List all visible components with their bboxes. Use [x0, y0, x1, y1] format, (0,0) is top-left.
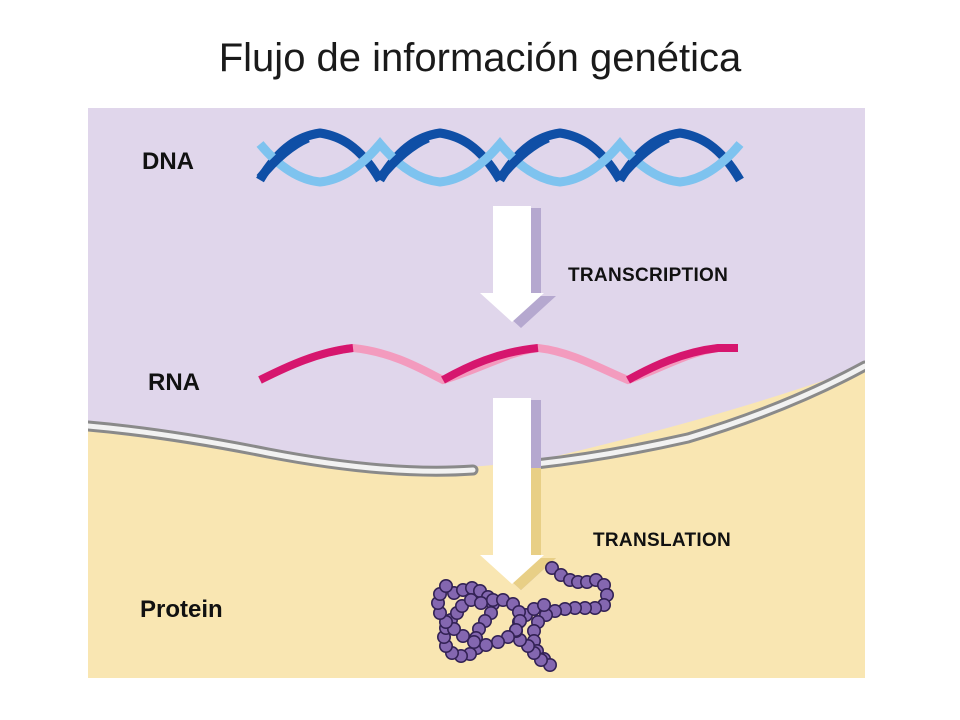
protein-chain: [430, 560, 614, 672]
nucleus-region: [88, 108, 865, 469]
amino-acid-bead: [466, 634, 481, 649]
translation-label: TRANSLATION: [593, 530, 732, 551]
dna-label: DNA: [142, 148, 194, 175]
amino-acid-bead: [438, 578, 453, 593]
protein-label: Protein: [140, 596, 223, 623]
transcription-arrow: [480, 206, 556, 328]
rna-label: RNA: [148, 369, 200, 396]
translation-arrow: [480, 398, 556, 590]
amino-acid-bead: [455, 628, 470, 643]
diagram-title: Flujo de información genética: [218, 36, 742, 80]
dna-helix: [256, 128, 744, 187]
transcription-label: TRANSCRIPTION: [568, 265, 729, 286]
amino-acid-bead: [473, 595, 488, 610]
amino-acid-bead: [490, 634, 505, 649]
amino-acid-bead: [544, 560, 559, 575]
amino-acid-bead: [478, 637, 493, 652]
cell-illustration: [88, 108, 865, 678]
cell-panel: DNA TRANSCRIPTION RNA TRANSLATION Protei…: [88, 108, 865, 678]
rna-strand: [258, 343, 738, 385]
amino-acid-bead: [536, 597, 551, 612]
